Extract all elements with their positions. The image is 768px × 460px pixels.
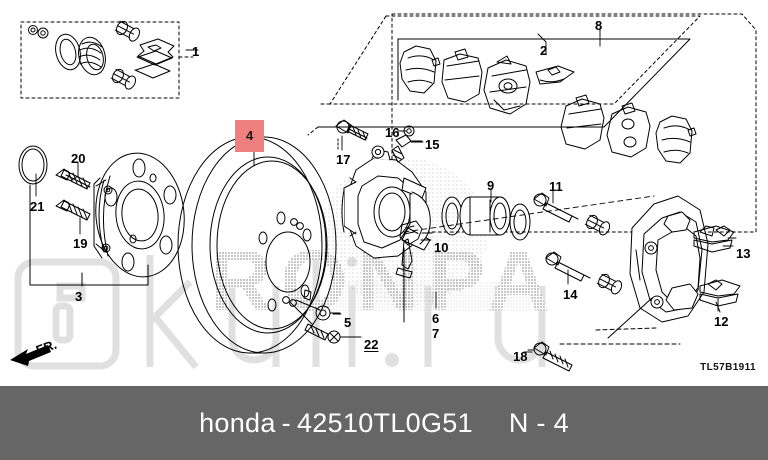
brake-pad-a [399,45,441,94]
group-1-enclosure [20,21,194,99]
group-1-parts [28,20,175,90]
part-number-label: 42510TL0G51 [296,407,473,438]
callout-10: 10 [434,240,449,255]
pad-clip-small [535,65,575,85]
sheet-code-label: TL57B1911 [700,362,756,373]
callout-1: 1 [192,44,200,59]
hub-bearing-assembly [93,152,185,278]
callout-6: 6 [432,311,440,326]
group-2-frame [317,38,691,128]
piston-dust-seal [509,203,531,241]
callout-17: 17 [336,152,351,167]
callout-14: 14 [563,287,578,302]
callout-3: 3 [75,289,83,304]
callout-13: 13 [736,246,751,261]
shim-stack [134,38,175,79]
banjo-bolt-17 [335,119,369,152]
parking-lever-10 [395,220,433,279]
footer-bar: honda - 42510TL0G51 N - 4 [0,386,768,460]
callout-7: 7 [432,326,440,341]
fr-orientation-marker: FR. [10,338,59,366]
callout-8: 8 [595,18,603,33]
callout-12: 12 [714,314,729,329]
caliper-piston-9 [459,196,511,236]
diagram-canvas: RONPA [10,13,757,373]
mounting-bolt-18 [523,341,573,372]
bleeder-screw-15 [391,134,424,163]
group-2-enclosure [329,15,701,105]
callout-19: 19 [73,236,88,251]
brake-pad-e [606,102,651,158]
callout-11: 11 [549,179,563,194]
pad-retainer-clip-12 [699,279,741,313]
brake-pad-c-with-shim [483,55,531,115]
page-label: N - 4 [508,407,569,438]
callout-21: 21 [30,199,45,214]
disc-washer-5 [315,305,341,321]
diagram-line-art [18,13,757,372]
callout-leaders [35,27,734,351]
brake-pad-d [560,94,605,150]
footer-separator: - [281,407,291,438]
callout-4: 4 [235,120,265,152]
callout-22: 22 [364,337,379,352]
svg-text:FR.: FR. [34,338,59,358]
pad-retainer-clip-13 [693,225,737,253]
brake-disc [177,136,337,354]
callout-18: 18 [513,349,528,364]
caliper-mounting-bracket [629,195,709,323]
brake-pad-f [655,115,697,164]
brand-label: honda [199,407,276,438]
callout-20: 20 [71,151,86,166]
leader-bracket [607,297,653,339]
callout-5: 5 [344,315,352,330]
callout-9: 9 [487,178,495,193]
callout-2: 2 [540,43,548,58]
callout-16: 16 [385,125,400,140]
hub-o-ring [18,145,48,185]
callout-15: 15 [425,137,440,152]
hub-bolt-lower [55,199,91,221]
slide-pin-14 [545,251,623,295]
slide-pin-11 [533,192,611,236]
footer-content: honda - 42510TL0G51 N - 4 [199,408,569,439]
brake-pad-b [441,48,483,103]
